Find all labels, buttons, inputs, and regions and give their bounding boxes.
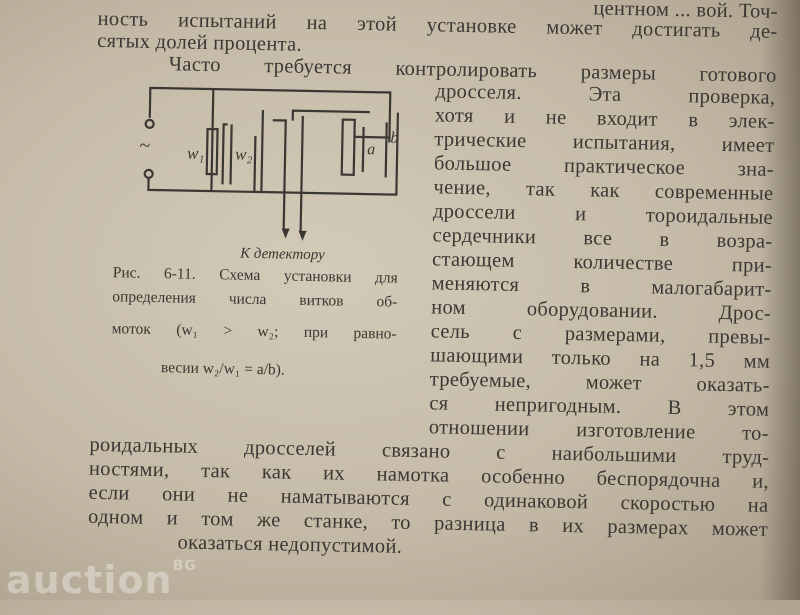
figure-caption-line: весии w₂/w₁ = a/b).	[160, 359, 285, 379]
figure-caption-line: моток (w₁ > w₂; при равно-	[111, 320, 397, 343]
text-line: оказаться недопустимой.	[177, 531, 403, 558]
watermark-suffix: BG	[172, 558, 197, 574]
label-b: b	[390, 130, 398, 147]
figure-caption-line: определения числа витков об-	[112, 288, 398, 311]
circuit-diagram: ~ w₁ w₂ a b К детектору	[139, 86, 400, 264]
watermark-text: auction	[6, 558, 173, 602]
label-a: a	[367, 141, 375, 158]
ac-source-label: ~	[139, 135, 150, 157]
detector-label: К детектору	[239, 246, 325, 264]
text-line: сятых долей процента.	[97, 29, 303, 56]
winding-w2-label: w₂	[235, 145, 253, 164]
book-gutter-shadow	[760, 0, 800, 600]
arrow-icon	[281, 228, 307, 241]
winding-w1-label: w₁	[187, 144, 205, 163]
watermark-logo: auctionBG	[6, 558, 197, 602]
